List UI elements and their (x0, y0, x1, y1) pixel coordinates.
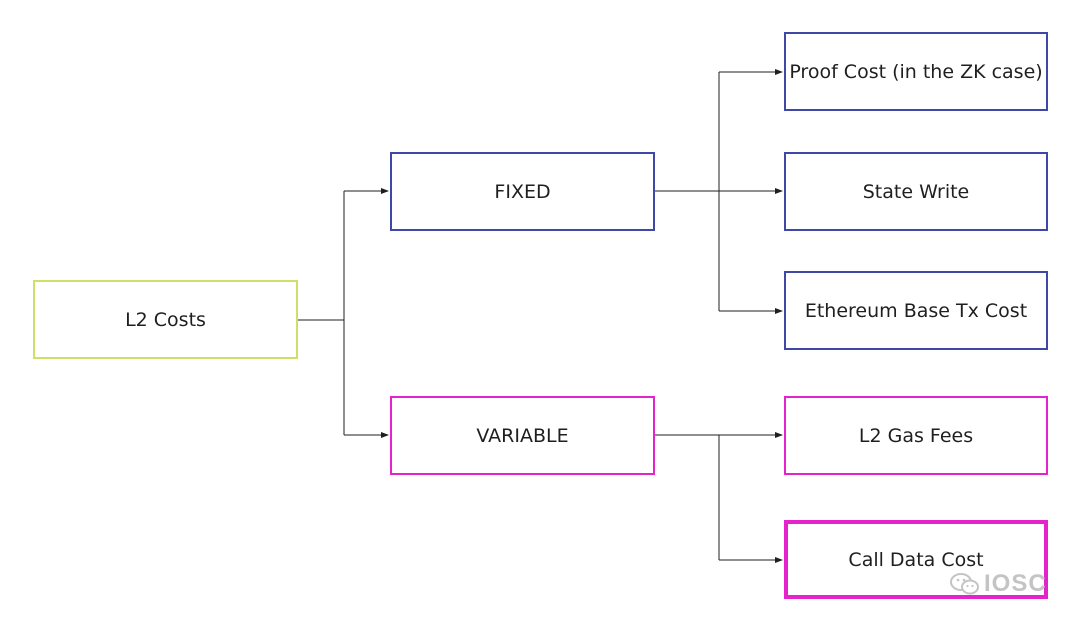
node-fixed-label: FIXED (494, 180, 551, 203)
node-variable: VARIABLE (390, 396, 655, 475)
node-proof-cost-label: Proof Cost (in the ZK case) (789, 60, 1043, 83)
watermark-text: IOSC (984, 570, 1047, 597)
node-l2-gas-fees-label: L2 Gas Fees (858, 424, 974, 447)
node-proof-cost: Proof Cost (in the ZK case) (784, 32, 1048, 111)
node-state-write: State Write (784, 152, 1048, 231)
node-ethereum-base-tx-cost-label: Ethereum Base Tx Cost (804, 299, 1028, 322)
wechat-icon (950, 573, 979, 595)
node-state-write-label: State Write (862, 180, 970, 203)
node-l2-costs-label: L2 Costs (125, 308, 206, 331)
node-call-data-cost-label: Call Data Cost (848, 548, 984, 571)
node-variable-label: VARIABLE (476, 424, 569, 447)
node-l2-costs: L2 Costs (33, 280, 298, 359)
node-call-data-cost: Call Data Cost (784, 520, 1048, 599)
node-l2-gas-fees: L2 Gas Fees (784, 396, 1048, 475)
watermark: IOSC (950, 570, 1047, 598)
node-fixed: FIXED (390, 152, 655, 231)
node-ethereum-base-tx-cost: Ethereum Base Tx Cost (784, 271, 1048, 350)
